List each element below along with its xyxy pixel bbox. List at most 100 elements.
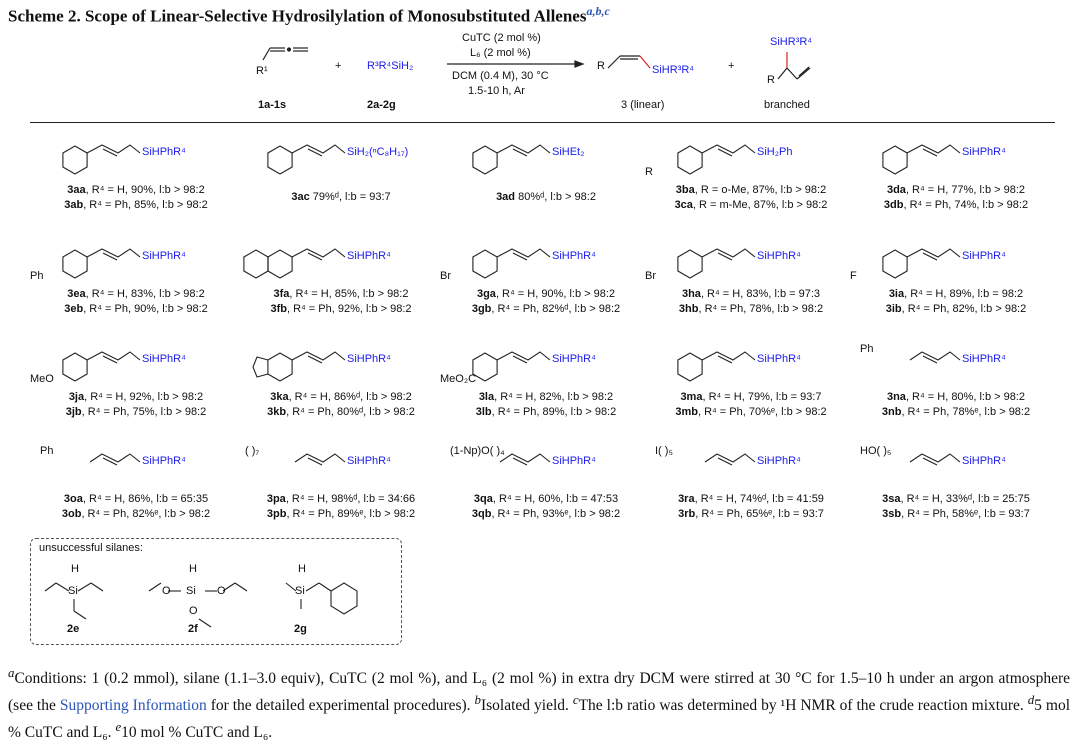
substituent-label: ( )₇ bbox=[245, 445, 260, 457]
yield-line: 3ea, R⁴ = H, 83%, l:b > 98:2 bbox=[30, 287, 242, 301]
unsuccessful-silane-structures bbox=[44, 582, 358, 628]
silyl-group-label: SiHPhR⁴ bbox=[552, 455, 596, 467]
compound-id: 3da bbox=[886, 184, 906, 196]
yield-text: , R⁴ = Ph, 93%ᵉ, l:b > 98:2 bbox=[491, 508, 621, 520]
unsuccessful-heading: unsuccessful silanes: bbox=[39, 542, 143, 554]
plus-sign: + bbox=[335, 60, 342, 72]
yield-text: 80%ᵈ, l:b > 98:2 bbox=[515, 191, 596, 203]
yield-text: , R⁴ = H, 86%, l:b = 65:35 bbox=[82, 493, 209, 505]
yield-text: , R⁴ = H, 77%, l:b > 98:2 bbox=[905, 184, 1026, 196]
yield-line: 3da, R⁴ = H, 77%, l:b > 98:2 bbox=[850, 183, 1062, 197]
compound-id: 3ra bbox=[678, 493, 695, 505]
yield-line: 3db, R⁴ = Ph, 74%, l:b > 98:2 bbox=[850, 198, 1062, 212]
footnote-c-text: The l:b ratio was determined by ¹H NMR o… bbox=[578, 697, 1028, 715]
silane-2e-si: Si bbox=[68, 585, 78, 597]
yield-line: 3ia, R⁴ = H, 89%, l:b = 98:2 bbox=[850, 287, 1062, 301]
yield-line: 3ba, R = o-Me, 87%, l:b > 98:2 bbox=[645, 183, 857, 197]
compound-id: 3pb bbox=[266, 508, 287, 520]
condition-ligand: L₆ (2 mol %) bbox=[470, 47, 531, 59]
yield-text: , R⁴ = Ph, 82%ᵈ, l:b > 98:2 bbox=[491, 303, 621, 315]
compound-id: 3ia bbox=[888, 288, 905, 300]
yield-text: , R⁴ = H, 98%ᵈ, l:b = 34:66 bbox=[285, 493, 416, 505]
product-structure bbox=[472, 248, 551, 279]
reaction-scheme: R¹ + R³R⁴SiH₂ CuTC (2 mol %) L₆ (2 mol %… bbox=[0, 30, 1080, 118]
yield-text: , R⁴ = Ph, 82%, l:b > 98:2 bbox=[901, 303, 1027, 315]
silane-2f-id: 2f bbox=[188, 623, 198, 635]
compound-id: 3ob bbox=[61, 508, 82, 520]
product-structure bbox=[882, 248, 961, 279]
yield-text: , R⁴ = H, 90%, l:b > 98:2 bbox=[85, 184, 205, 196]
silane-2f-o3: O bbox=[189, 605, 198, 617]
silyl-group-label: SiHPhR⁴ bbox=[757, 455, 801, 467]
substituent-label: MeO bbox=[30, 373, 54, 385]
yield-text: , R⁴ = H, 90%, l:b > 98:2 bbox=[495, 288, 616, 300]
compound-id: 3qa bbox=[473, 493, 493, 505]
yield-line: 3ra, R⁴ = H, 74%ᵈ, l:b = 41:59 bbox=[645, 492, 857, 506]
yield-text: , R⁴ = Ph, 78%, l:b > 98:2 bbox=[698, 303, 824, 315]
yield-line: 3ob, R⁴ = Ph, 82%ᵉ, l:b > 98:2 bbox=[30, 507, 242, 521]
silyl-group-label: SiH₂Ph bbox=[757, 146, 793, 158]
product-structure bbox=[89, 453, 141, 466]
yield-line: 3fa, R⁴ = H, 85%, l:b > 98:2 bbox=[235, 287, 447, 301]
product-structure bbox=[882, 144, 961, 175]
condition-solvent: DCM (0.4 M), 30 °C bbox=[452, 70, 549, 82]
silyl-group-label: SiHPhR⁴ bbox=[962, 146, 1006, 158]
yield-text: , R⁴ = H, 92%, l:b > 98:2 bbox=[84, 391, 204, 403]
yield-line: 3rb, R⁴ = Ph, 65%ᵉ, l:b = 93:7 bbox=[645, 507, 857, 521]
silane-2f-o1: O bbox=[162, 585, 171, 597]
compound-id: 3rb bbox=[678, 508, 696, 520]
yield-line: 3ja, R⁴ = H, 92%, l:b > 98:2 bbox=[30, 390, 242, 404]
product-structure bbox=[294, 453, 346, 466]
product-structure bbox=[677, 248, 756, 279]
silane-2f-si: Si bbox=[186, 585, 196, 597]
condition-catalyst: CuTC (2 mol %) bbox=[462, 32, 541, 44]
yield-text: , R⁴ = H, 82%, l:b > 98:2 bbox=[494, 391, 614, 403]
footnote-a-text: Conditions: 1 (0.2 mmol), silane (1.1–3.… bbox=[8, 670, 1070, 715]
branched-product-label: branched bbox=[764, 99, 810, 111]
silyl-group-label: SiHPhR⁴ bbox=[142, 353, 186, 365]
silane-2g-si: Si bbox=[295, 585, 305, 597]
compound-id: 3la bbox=[478, 391, 495, 403]
silyl-group-label: SiHPhR⁴ bbox=[347, 455, 391, 467]
substituent-label: R bbox=[645, 166, 653, 178]
compound-id: 3ha bbox=[681, 288, 701, 300]
yield-text: , R⁴ = H, 83%, l:b = 97:3 bbox=[700, 288, 821, 300]
yield-text: , R⁴ = H, 85%, l:b > 98:2 bbox=[289, 288, 409, 300]
silyl-group-label: SiHPhR⁴ bbox=[142, 250, 186, 262]
title-footnote-marks: a,b,c bbox=[586, 4, 610, 18]
yield-line: 3hb, R⁴ = Ph, 78%, l:b > 98:2 bbox=[645, 302, 857, 316]
compound-id: 3sa bbox=[882, 493, 901, 505]
linear-product-id: 3 (linear) bbox=[621, 99, 665, 111]
footnote-mark-e: e bbox=[115, 719, 122, 735]
silyl-group-label: SiHPhR⁴ bbox=[347, 250, 391, 262]
compound-id: 3pa bbox=[266, 493, 286, 505]
compound-id: 3sb bbox=[882, 508, 902, 520]
product-structure bbox=[252, 351, 346, 382]
compound-id: 3hb bbox=[678, 303, 699, 315]
yield-text: , R⁴ = Ph, 92%, l:b > 98:2 bbox=[286, 303, 412, 315]
yield-text: , R⁴ = Ph, 70%ᵉ, l:b > 98:2 bbox=[697, 406, 827, 418]
silyl-group-label: SiHPhR⁴ bbox=[757, 353, 801, 365]
yield-line: 3gb, R⁴ = Ph, 82%ᵈ, l:b > 98:2 bbox=[440, 302, 652, 316]
allene-id: 1a-1s bbox=[258, 99, 287, 111]
yield-text: , R⁴ = H, 74%ᵈ, l:b = 41:59 bbox=[694, 493, 824, 505]
silane-reagent: R³R⁴SiH₂ bbox=[367, 60, 414, 72]
supporting-information-link[interactable]: Supporting Information bbox=[59, 697, 207, 715]
substituent-label: HO( )₅ bbox=[860, 445, 892, 457]
title-text: Scheme 2. Scope of Linear-Selective Hydr… bbox=[8, 6, 587, 26]
linear-silyl-label: SiHR³R⁴ bbox=[652, 64, 695, 76]
yield-line: 3qa, R⁴ = H, 60%, l:b = 47:53 bbox=[440, 492, 652, 506]
linear-r-label: R bbox=[597, 60, 605, 72]
yield-line: 3pa, R⁴ = H, 98%ᵈ, l:b = 34:66 bbox=[235, 492, 447, 506]
yield-line: 3ad 80%ᵈ, l:b > 98:2 bbox=[440, 190, 652, 204]
footnotes: aConditions: 1 (0.2 mmol), silane (1.1–3… bbox=[8, 662, 1070, 743]
